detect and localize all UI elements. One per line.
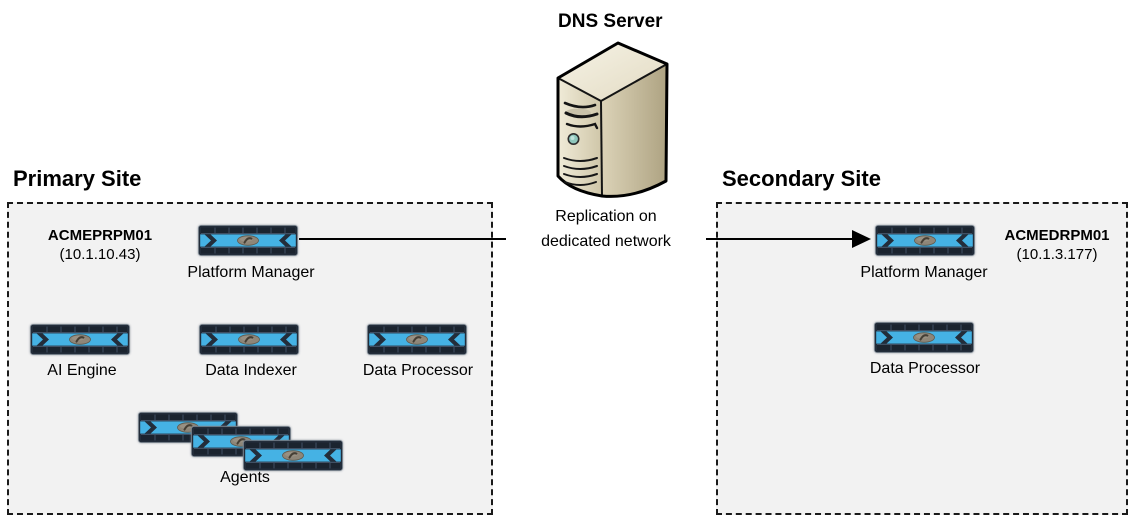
data-indexer-label: Data Indexer xyxy=(205,362,297,379)
appliance-icon-data-processor-secondary xyxy=(874,322,974,353)
primary-platform-manager-label: Platform Manager xyxy=(187,264,315,281)
primary-data-processor-label: Data Processor xyxy=(362,362,474,379)
secondary-host-name: ACMEDRPM01 xyxy=(1004,227,1110,244)
appliance-icon-ai-engine xyxy=(30,324,130,355)
replication-label-line2: dedicated network xyxy=(541,233,671,250)
primary-site-title: Primary Site xyxy=(13,166,142,191)
secondary-platform-manager-label: Platform Manager xyxy=(860,264,988,281)
appliance-icon-agent-3 xyxy=(243,440,343,471)
secondary-data-processor-label: Data Processor xyxy=(869,360,981,377)
appliance-icon-data-indexer xyxy=(199,324,299,355)
replication-label: Replication on dedicated network xyxy=(506,204,706,254)
replication-label-line1: Replication on xyxy=(555,208,657,225)
secondary-host-block: ACMEDRPM01 (10.1.3.177) xyxy=(982,226,1131,264)
agents-label: Agents xyxy=(220,469,270,486)
primary-host-ip: (10.1.10.43) xyxy=(59,246,141,263)
appliance-icon-data-processor-primary xyxy=(367,324,467,355)
appliance-icon-platform-manager-secondary xyxy=(875,225,975,256)
dns-server-title: DNS Server xyxy=(558,11,663,32)
primary-host-block: ACMEPRPM01 (10.1.10.43) xyxy=(25,226,175,264)
primary-host-name: ACMEPRPM01 xyxy=(47,227,153,244)
tower-server-icon xyxy=(553,40,673,200)
appliance-icon-platform-manager-primary xyxy=(198,225,298,256)
secondary-site-title: Secondary Site xyxy=(722,166,881,191)
replication-arrowhead-icon xyxy=(852,230,871,248)
secondary-host-ip: (10.1.3.177) xyxy=(1016,246,1098,263)
ai-engine-label: AI Engine xyxy=(47,362,117,379)
